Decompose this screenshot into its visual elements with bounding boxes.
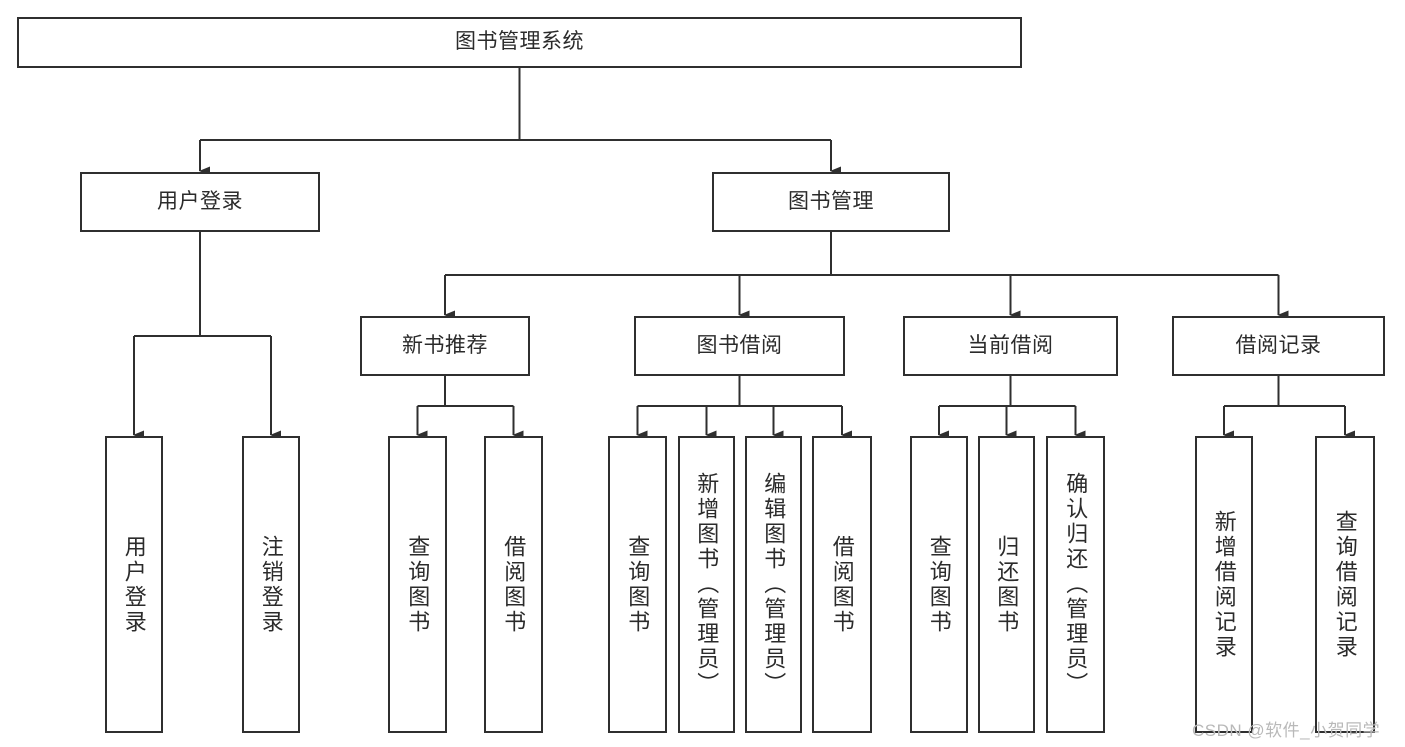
connector-lines <box>133 68 1355 440</box>
node-l-re-query: 查询借阅记录 <box>1315 436 1375 733</box>
node-label: 图书借阅 <box>696 333 783 357</box>
node-l-cu-return: 归还图书 <box>978 436 1035 733</box>
node-label: 用户登录 <box>157 189 243 213</box>
node-borrow: 图书借阅 <box>634 316 845 376</box>
node-label: 当前借阅 <box>967 333 1054 357</box>
node-label: 确认归还（管理员） <box>1063 472 1089 697</box>
node-records: 借阅记录 <box>1172 316 1385 376</box>
node-l-login: 用户登录 <box>105 436 163 733</box>
node-l-bo-add: 新增图书（管理员） <box>678 436 735 733</box>
node-label: 查询图书 <box>405 534 431 635</box>
node-current: 当前借阅 <box>903 316 1118 376</box>
node-label: 查询借阅记录 <box>1332 509 1358 660</box>
node-label: 借阅图书 <box>501 534 527 635</box>
csdn-watermark: CSDN @软件_小贺同学 <box>1192 721 1381 740</box>
node-l-bo-query: 查询图书 <box>608 436 667 733</box>
node-l-bo-lend: 借阅图书 <box>812 436 872 733</box>
node-l-cu-query: 查询图书 <box>910 436 968 733</box>
node-l-logout: 注销登录 <box>242 436 300 733</box>
node-l-cu-conf: 确认归还（管理员） <box>1046 436 1105 733</box>
node-label: 查询图书 <box>625 534 651 635</box>
node-newbook: 新书推荐 <box>360 316 530 376</box>
node-label: 借阅图书 <box>829 534 855 635</box>
node-label: 借阅记录 <box>1235 333 1322 357</box>
node-bookmgmt: 图书管理 <box>712 172 950 232</box>
node-l-nb-query: 查询图书 <box>388 436 447 733</box>
node-label: 注销登录 <box>258 534 284 635</box>
node-l-nb-borrow: 借阅图书 <box>484 436 543 733</box>
node-label: 图书管理 <box>788 189 874 213</box>
node-l-bo-edit: 编辑图书（管理员） <box>745 436 802 733</box>
node-label: 新增借阅记录 <box>1211 509 1237 660</box>
node-label: 用户登录 <box>121 534 147 635</box>
node-label: 查询图书 <box>926 534 952 635</box>
node-login: 用户登录 <box>80 172 320 232</box>
node-root: 图书管理系统 <box>17 17 1022 68</box>
node-label: 新增图书（管理员） <box>694 472 720 697</box>
node-label: 新书推荐 <box>402 333 488 357</box>
node-label: 图书管理系统 <box>455 30 584 54</box>
node-label: 编辑图书（管理员） <box>761 472 787 697</box>
node-l-re-add: 新增借阅记录 <box>1195 436 1253 733</box>
node-label: 归还图书 <box>994 534 1020 635</box>
